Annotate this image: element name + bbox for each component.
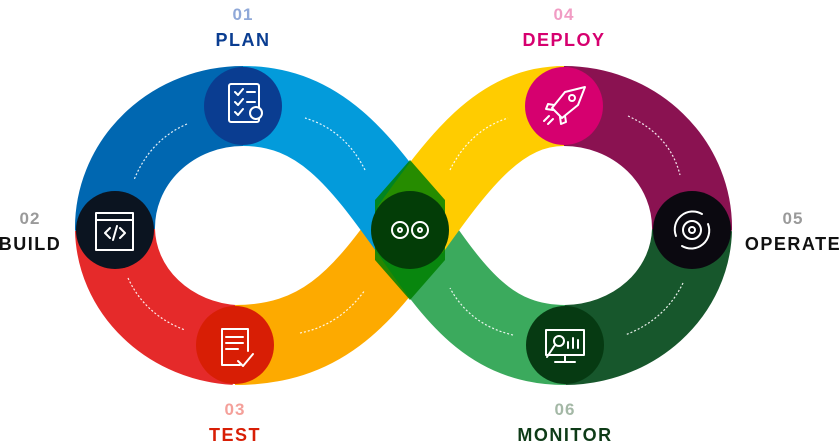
stage-number-deploy: 04 [554,5,575,24]
stage-number-operate: 05 [783,209,804,228]
gears-cycle-icon [391,221,429,239]
document-check-icon [221,328,254,367]
flow-arrows [127,115,684,336]
rocket-icon [543,86,586,125]
checklist-icon [228,83,263,123]
node-build[interactable] [76,191,154,269]
node-deploy[interactable] [525,67,603,145]
center-node[interactable] [371,191,449,269]
stage-number-test: 03 [225,400,246,419]
stage-label-deploy: DEPLOY [522,30,605,50]
stage-number-monitor: 06 [555,400,576,419]
stage-label-build: BUILD [0,234,61,254]
stage-label-operate: OPERATE [745,234,840,254]
stage-label-monitor: MONITOR [517,425,612,445]
presentation-chart-icon [545,329,585,363]
code-window-icon [95,212,134,251]
gear-cycle-icon [673,210,711,250]
node-monitor[interactable] [526,306,604,384]
node-plan[interactable] [204,67,282,145]
node-test[interactable] [196,306,274,384]
stage-number-build: 02 [20,209,41,228]
stage-number-plan: 01 [233,5,254,24]
stage-label-plan: PLAN [216,30,271,50]
node-operate[interactable] [653,191,731,269]
stage-label-test: TEST [209,425,261,445]
